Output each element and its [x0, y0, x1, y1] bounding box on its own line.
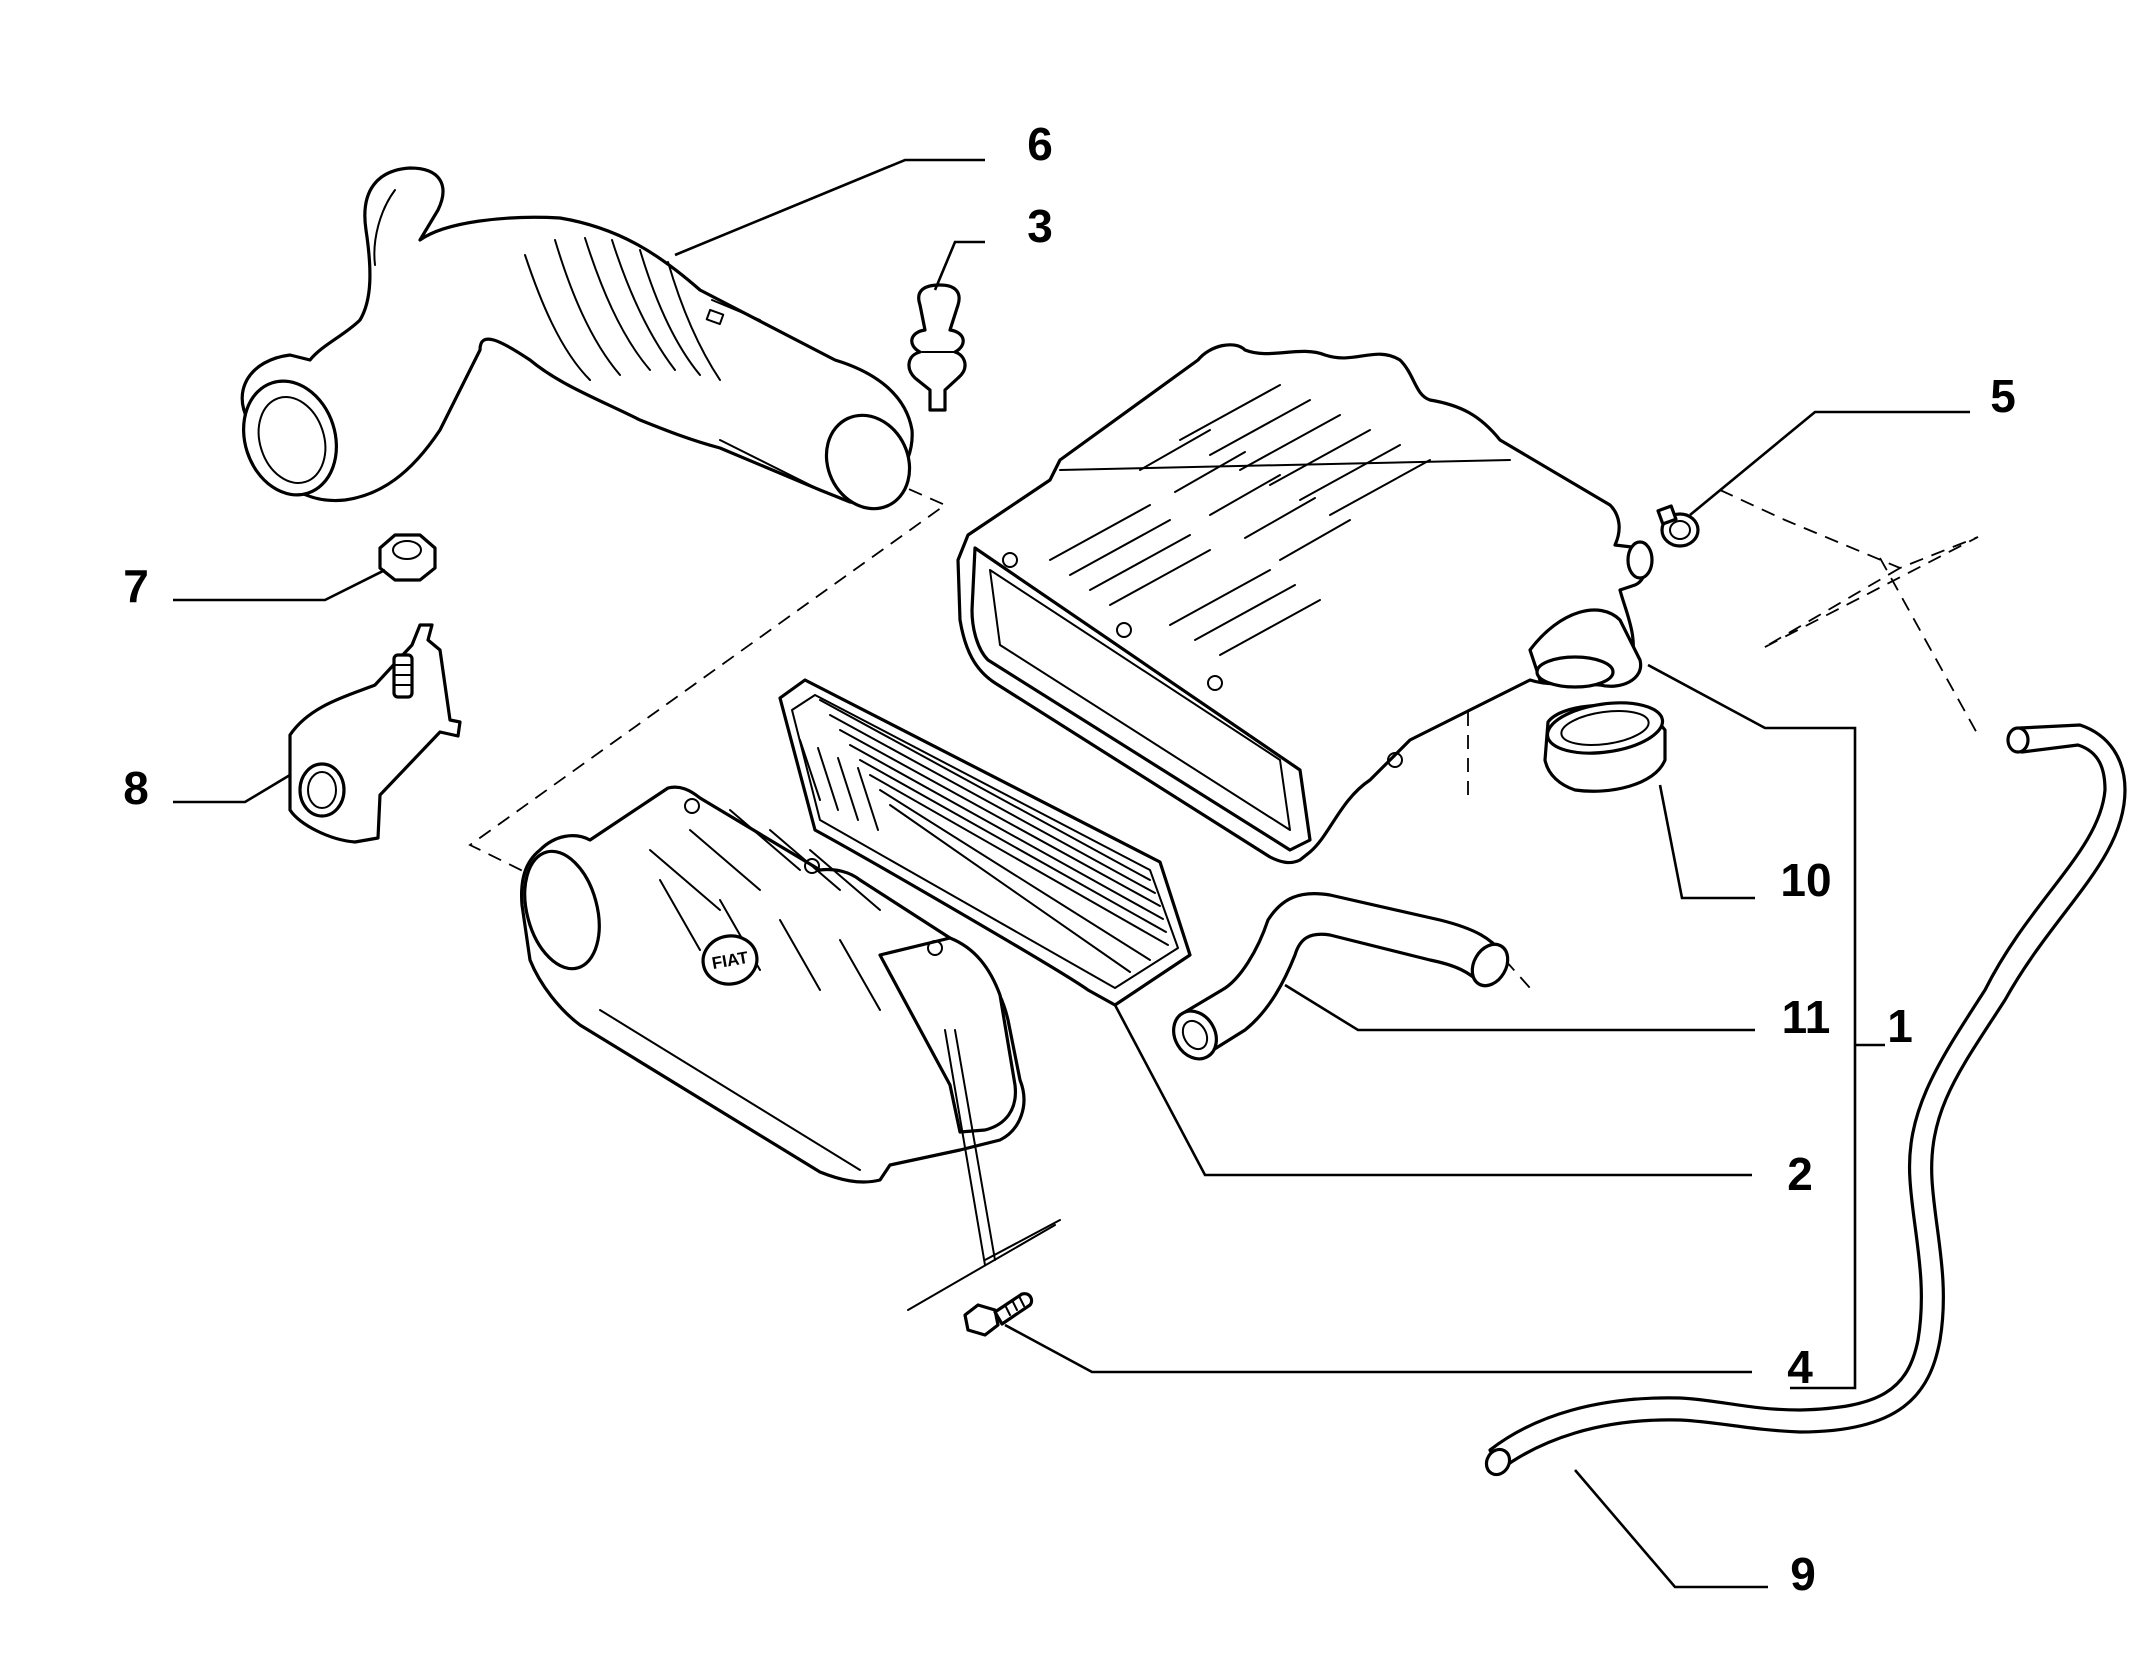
- callout-9: 9: [1790, 1548, 1816, 1600]
- callout-3: 3: [1027, 200, 1053, 252]
- callout-8: 8: [123, 762, 149, 814]
- leader-lines: [173, 158, 1970, 1589]
- callout-11: 11: [1782, 991, 1831, 1043]
- part-2-filter-element[interactable]: [778, 678, 1192, 1007]
- callout-2: 2: [1787, 1148, 1813, 1200]
- part-9-long-hose[interactable]: [1482, 723, 2127, 1479]
- part-7-nut[interactable]: [378, 533, 437, 582]
- callout-10: 10: [1780, 854, 1831, 906]
- callout-6: 6: [1027, 118, 1053, 170]
- part-5-clip[interactable]: [1656, 504, 1700, 548]
- assembly-guide-lines: [468, 479, 1979, 989]
- callout-labels: 6 3 5 7 8 10 11 1 2 4 9: [123, 118, 2016, 1600]
- part-1-air-filter-box[interactable]: [956, 343, 1654, 865]
- part-11-small-hose[interactable]: [1165, 892, 1515, 1067]
- part-10-seal-ring[interactable]: [1543, 696, 1667, 793]
- part-3-rubber-mount[interactable]: [907, 283, 967, 412]
- part-6-intake-hose[interactable]: [229, 166, 924, 522]
- callout-5: 5: [1990, 370, 2016, 422]
- part-8-bracket[interactable]: [288, 623, 462, 844]
- callout-7: 7: [123, 560, 149, 612]
- lower-housing[interactable]: FIAT: [513, 785, 1026, 1184]
- callout-1: 1: [1887, 1000, 1913, 1052]
- callout-4: 4: [1787, 1341, 1813, 1393]
- part-4-bolt[interactable]: [907, 1029, 1061, 1337]
